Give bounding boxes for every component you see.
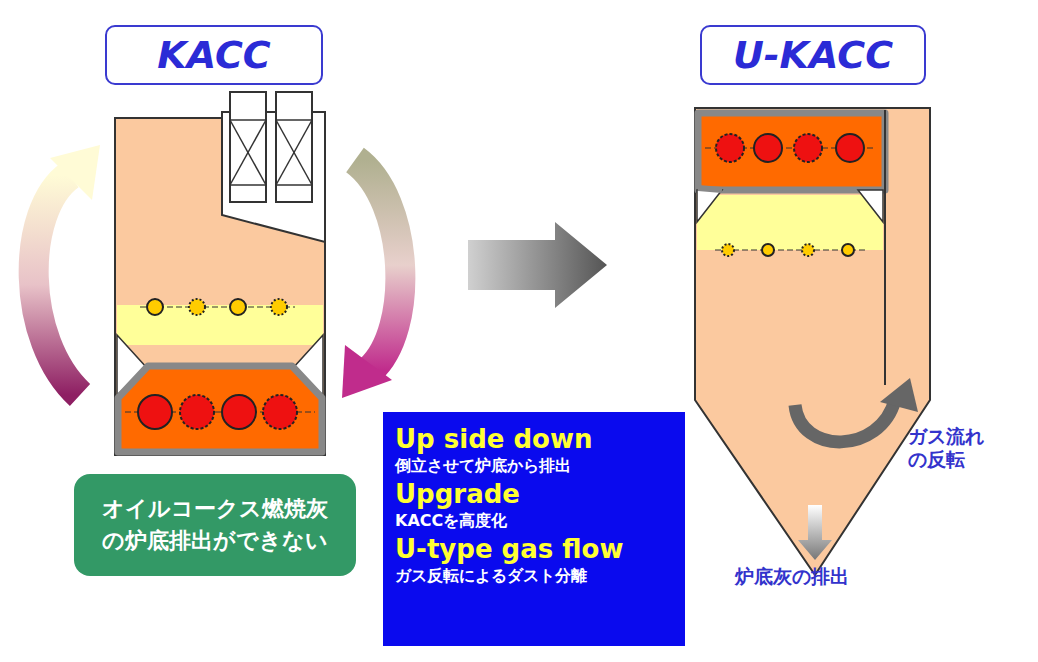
- kacc-furnace: [230, 120, 266, 185]
- u-kacc-furnace: [698, 113, 885, 190]
- kacc-furnace: [180, 395, 214, 429]
- u-kacc-furnace: [880, 378, 918, 412]
- title-box: U-KACC: [700, 25, 926, 85]
- u-kacc-furnace: [802, 244, 814, 256]
- u-kacc-furnace: [716, 134, 744, 162]
- kacc-furnace: [276, 184, 312, 186]
- u-kacc-furnace: [695, 108, 930, 575]
- u-kacc-furnace: [695, 108, 930, 575]
- transition-arrow: [468, 222, 607, 308]
- node-text: オイルコークス燃焼灰 の炉底排出ができない: [101, 493, 330, 557]
- kacc-furnace: [263, 395, 297, 429]
- feature-heading: Upgrade: [395, 479, 675, 510]
- kacc-furnace: [230, 92, 266, 202]
- title-box: KACC: [105, 25, 323, 85]
- feature-note: 倒立させて炉底から排出: [395, 455, 675, 477]
- kacc-furnace: [147, 299, 163, 315]
- circulation-arrow: [355, 160, 400, 370]
- u-kacc-furnace: [698, 188, 722, 190]
- u-kacc-furnace: [795, 400, 895, 442]
- u-kacc-furnace: [697, 195, 883, 250]
- circulation-arrow: [34, 175, 80, 395]
- kacc-furnace: [230, 184, 266, 186]
- kacc-furnace: [230, 299, 246, 315]
- feature-box: Up side down倒立させて炉底から排出UpgradeKACCを高度化U-…: [383, 412, 685, 646]
- kacc-furnace: [189, 299, 205, 315]
- kacc-furnace: [276, 92, 312, 202]
- u-kacc-furnace: [842, 244, 854, 256]
- u-kacc-furnace: [722, 244, 734, 256]
- kacc-furnace: [230, 120, 266, 185]
- feature-note: KACCを高度化: [395, 510, 675, 532]
- flow-label: ガス流れ の反転: [908, 425, 990, 471]
- note-box: オイルコークス燃焼灰 の炉底排出ができない: [74, 474, 356, 576]
- kacc-furnace: [276, 119, 312, 121]
- kacc-furnace: [115, 92, 325, 455]
- u-kacc-furnace: [884, 110, 886, 385]
- kacc-furnace: [138, 395, 172, 429]
- node-text: U-KACC: [733, 33, 893, 77]
- u-kacc-furnace: [754, 134, 782, 162]
- kacc-furnace: [222, 395, 256, 429]
- u-kacc-furnace: [762, 244, 774, 256]
- ash-discharge-arrow: [798, 505, 832, 560]
- u-kacc-furnace: [697, 190, 722, 222]
- kacc-furnace: [276, 120, 312, 185]
- kacc-furnace: [118, 366, 322, 452]
- circulation-arrow: [342, 345, 392, 398]
- kacc-furnace: [271, 299, 287, 315]
- u-kacc-furnace: [794, 134, 822, 162]
- kacc-furnace: [276, 120, 312, 185]
- ash-label: 炉底灰の排出: [735, 565, 849, 588]
- kacc-furnace: [230, 119, 266, 121]
- u-kacc-furnace: [836, 134, 864, 162]
- feature-heading: U-type gas flow: [395, 534, 675, 565]
- feature-note: ガス反転によるダスト分離: [395, 565, 675, 587]
- feature-heading: Up side down: [395, 424, 675, 455]
- node-text: KACC: [157, 33, 270, 77]
- u-kacc-furnace: [858, 190, 883, 222]
- circulation-arrow: [50, 145, 100, 200]
